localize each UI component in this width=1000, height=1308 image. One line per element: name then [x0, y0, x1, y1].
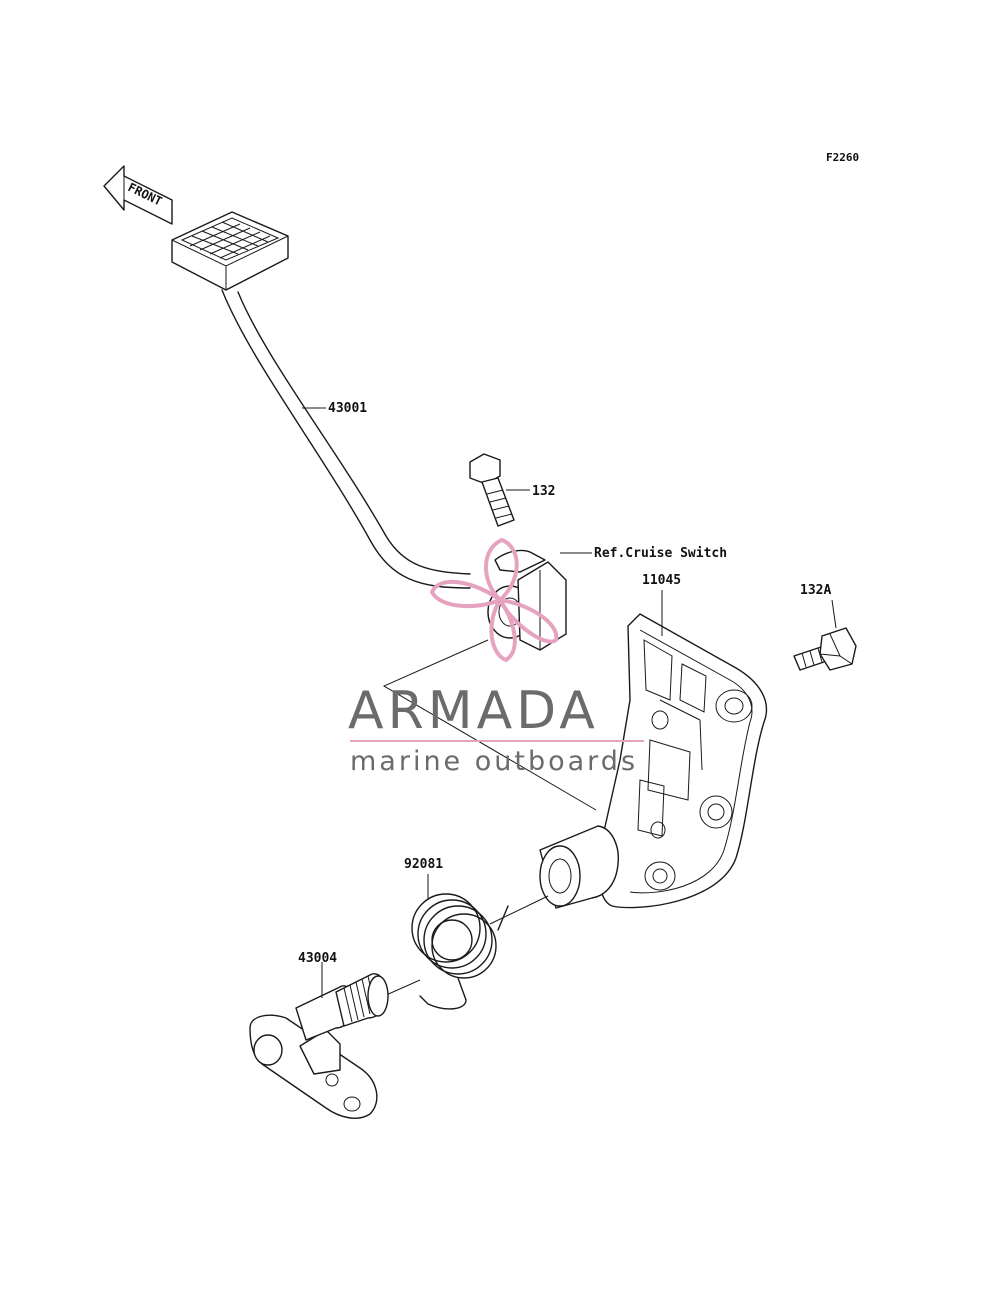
cruise-switch-ref-label: Ref.Cruise Switch	[594, 546, 727, 561]
pedal-pad-pattern	[180, 217, 280, 261]
assembly-line-pedal	[382, 639, 597, 811]
bolt-132	[469, 453, 515, 527]
logo-petal-left	[429, 579, 505, 609]
watermark: ARMADA marine outboards	[348, 537, 644, 777]
watermark-tagline: marine outboards	[350, 746, 638, 777]
logo-petal-bottom	[489, 596, 517, 663]
part-label-132a: 132A	[800, 583, 831, 598]
logo-petal-top	[484, 537, 519, 603]
leader-132a	[831, 599, 837, 629]
watermark-brand: ARMADA	[348, 681, 599, 741]
spring-92081	[411, 893, 509, 1010]
front-arrow-icon: FRONT	[103, 165, 173, 225]
brake-pedal	[171, 211, 567, 651]
assembly-line-shaft	[383, 979, 421, 997]
part-label-43001: 43001	[328, 401, 367, 416]
logo-petal-right	[496, 597, 559, 644]
diagram-id: F2260	[826, 151, 859, 164]
part-label-132: 132	[532, 484, 555, 499]
assembly-line-spring	[489, 895, 549, 925]
part-label-11045: 11045	[642, 573, 681, 588]
shaft-43004	[249, 973, 389, 1119]
bolt-132a	[793, 627, 857, 671]
watermark-logo-icon	[429, 537, 559, 663]
part-label-92081: 92081	[404, 857, 443, 872]
part-label-43004: 43004	[298, 951, 337, 966]
bracket-11045	[539, 613, 768, 909]
